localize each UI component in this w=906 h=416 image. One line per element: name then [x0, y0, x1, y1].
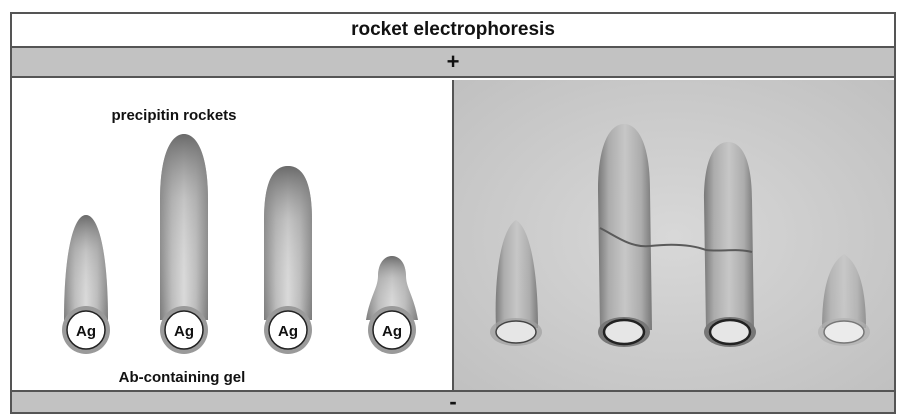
photo-rocket-2 — [598, 124, 652, 330]
antigen-well-3: Ag — [264, 306, 312, 354]
precipitin-rocket-1 — [64, 215, 108, 320]
photo-rocket-3 — [704, 142, 754, 330]
antigen-well-4: Ag — [368, 306, 416, 354]
antigen-well-3-label: Ag — [278, 323, 298, 340]
diagram-frame: rocket electrophoresis + precipitin — [10, 12, 896, 414]
gel-photo-panel — [454, 80, 894, 392]
diagram-title: rocket electrophoresis — [12, 14, 894, 48]
precipitin-rocket-3 — [264, 166, 312, 320]
antigen-well-1: Ag — [62, 306, 110, 354]
photo-well-3 — [704, 317, 756, 347]
positive-pole-label: + — [447, 49, 460, 75]
precipitin-rockets-label: precipitin rockets — [111, 107, 236, 124]
negative-pole-label: - — [449, 389, 456, 415]
antigen-well-2: Ag — [160, 306, 208, 354]
ab-gel-label: Ab-containing gel — [119, 369, 246, 386]
positive-pole-band: + — [12, 48, 894, 78]
photo-well-4 — [818, 318, 870, 346]
schematic-panel: precipitin rockets — [12, 80, 454, 392]
gel-photo-svg — [454, 80, 894, 392]
photo-well-1 — [490, 318, 542, 346]
antigen-well-4-label: Ag — [382, 323, 402, 340]
negative-pole-band: - — [12, 390, 894, 412]
schematic-svg: precipitin rockets — [12, 80, 452, 392]
precipitin-rocket-2 — [160, 134, 208, 320]
antigen-well-2-label: Ag — [174, 323, 194, 340]
photo-well-2 — [598, 317, 650, 347]
antigen-well-1-label: Ag — [76, 323, 96, 340]
